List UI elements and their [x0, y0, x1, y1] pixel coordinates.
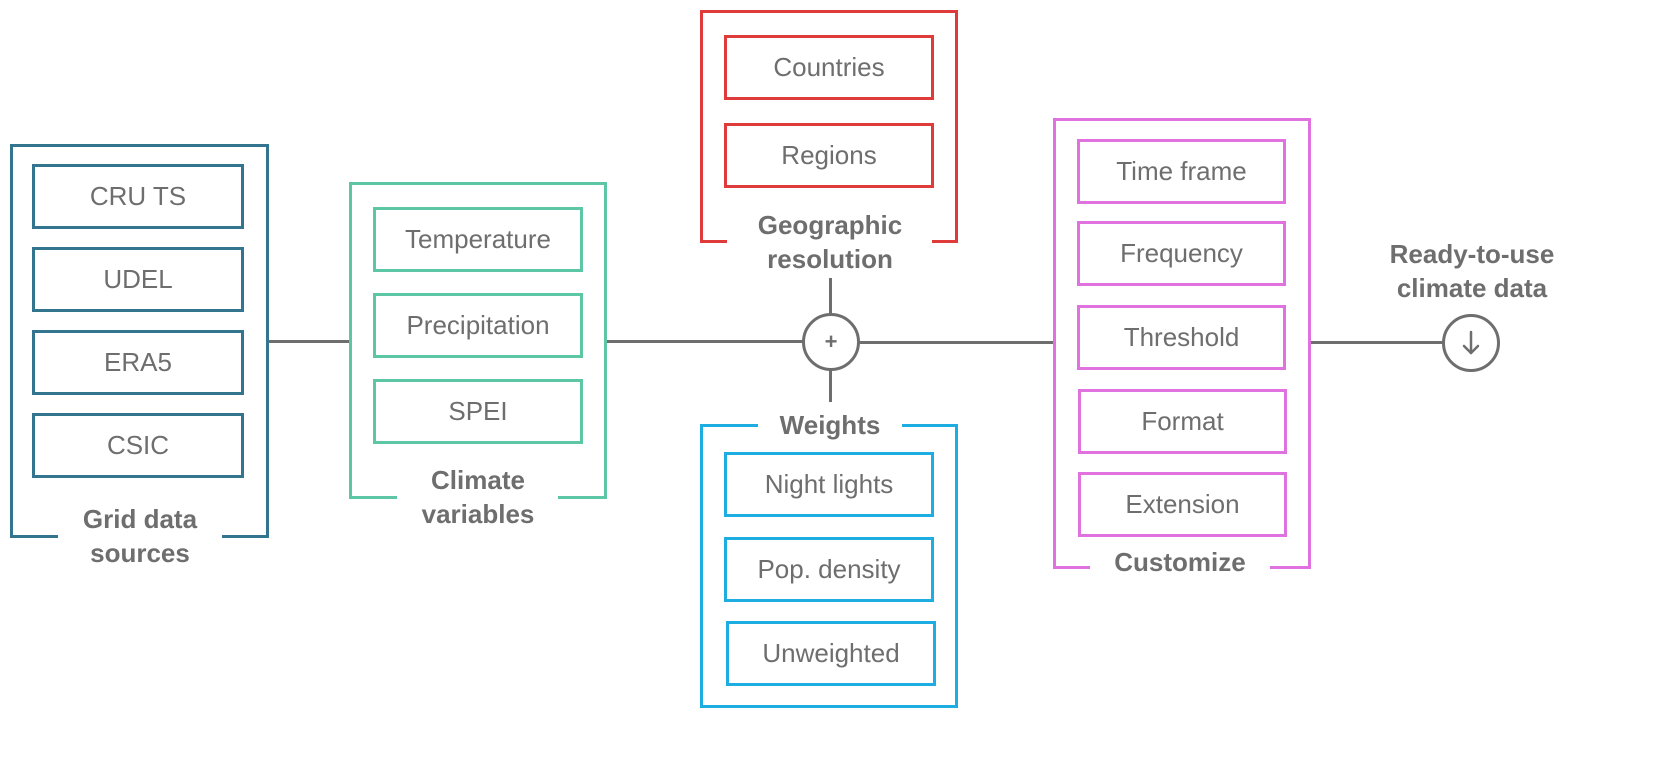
grid-item-udel[interactable]: UDEL [32, 247, 244, 312]
output-title-line1: Ready-to-use [1389, 239, 1555, 269]
climate-item-precipitation[interactable]: Precipitation [373, 293, 583, 358]
grid-sources-title-line2: sources [90, 538, 190, 568]
geo-bottom-right [932, 240, 958, 243]
customize-group [1053, 118, 1311, 569]
connector-plus-customize [858, 341, 1055, 344]
output-title: Ready-to-use climate data [1372, 237, 1572, 305]
geo-item-countries[interactable]: Countries [724, 35, 934, 100]
customize-item-frequency[interactable]: Frequency [1077, 221, 1286, 286]
geo-title-line1: Geographic [757, 210, 903, 240]
customize-title: Customize [1095, 545, 1265, 579]
connector-plus-weights [829, 370, 832, 402]
climate-item-temperature[interactable]: Temperature [373, 207, 583, 272]
customize-bottom-right [1270, 566, 1311, 569]
weights-top-right [902, 424, 958, 427]
climate-bottom-left [349, 496, 397, 499]
geo-title-line2: resolution [767, 244, 893, 274]
customize-bottom-left [1053, 566, 1090, 569]
geographic-group [700, 10, 958, 243]
connector-customize-output [1309, 341, 1444, 344]
grid-item-cru-ts[interactable]: CRU TS [32, 164, 244, 229]
arrow-down-icon[interactable] [1442, 314, 1500, 372]
weights-top-left [700, 424, 758, 427]
combine-plus-icon: + [802, 313, 860, 371]
climate-variables-group [349, 182, 607, 499]
climate-title-line1: Climate [431, 465, 525, 495]
grid-sources-bottom-left [10, 535, 58, 538]
weights-title: Weights [760, 408, 900, 442]
geo-bottom-left [700, 240, 727, 243]
connector-climate-plus [606, 340, 803, 343]
grid-item-era5[interactable]: ERA5 [32, 330, 244, 395]
customize-item-extension[interactable]: Extension [1078, 472, 1287, 537]
climate-bottom-right [558, 496, 607, 499]
climate-variables-title: Climate variables [400, 463, 556, 531]
grid-sources-title-line1: Grid data [82, 504, 198, 534]
climate-item-spei[interactable]: SPEI [373, 379, 583, 444]
connector-grid-climate [268, 340, 351, 343]
grid-sources-bottom-right [222, 535, 269, 538]
grid-item-csic[interactable]: CSIC [32, 413, 244, 478]
customize-item-time-frame[interactable]: Time frame [1077, 139, 1286, 204]
customize-item-format[interactable]: Format [1078, 389, 1287, 454]
climate-title-line2: variables [421, 499, 535, 529]
geographic-title: Geographic resolution [735, 208, 925, 276]
weights-item-pop-density[interactable]: Pop. density [724, 537, 934, 602]
connector-geo-plus [829, 278, 832, 314]
grid-sources-group [10, 144, 269, 538]
weights-item-night-lights[interactable]: Night lights [724, 452, 934, 517]
grid-sources-title: Grid data sources [60, 502, 220, 570]
output-title-line2: climate data [1396, 273, 1548, 303]
geo-item-regions[interactable]: Regions [724, 123, 934, 188]
arrow-down-glyph [1462, 330, 1480, 355]
weights-item-unweighted[interactable]: Unweighted [726, 621, 936, 686]
customize-item-threshold[interactable]: Threshold [1077, 305, 1286, 370]
weights-group [700, 424, 958, 708]
